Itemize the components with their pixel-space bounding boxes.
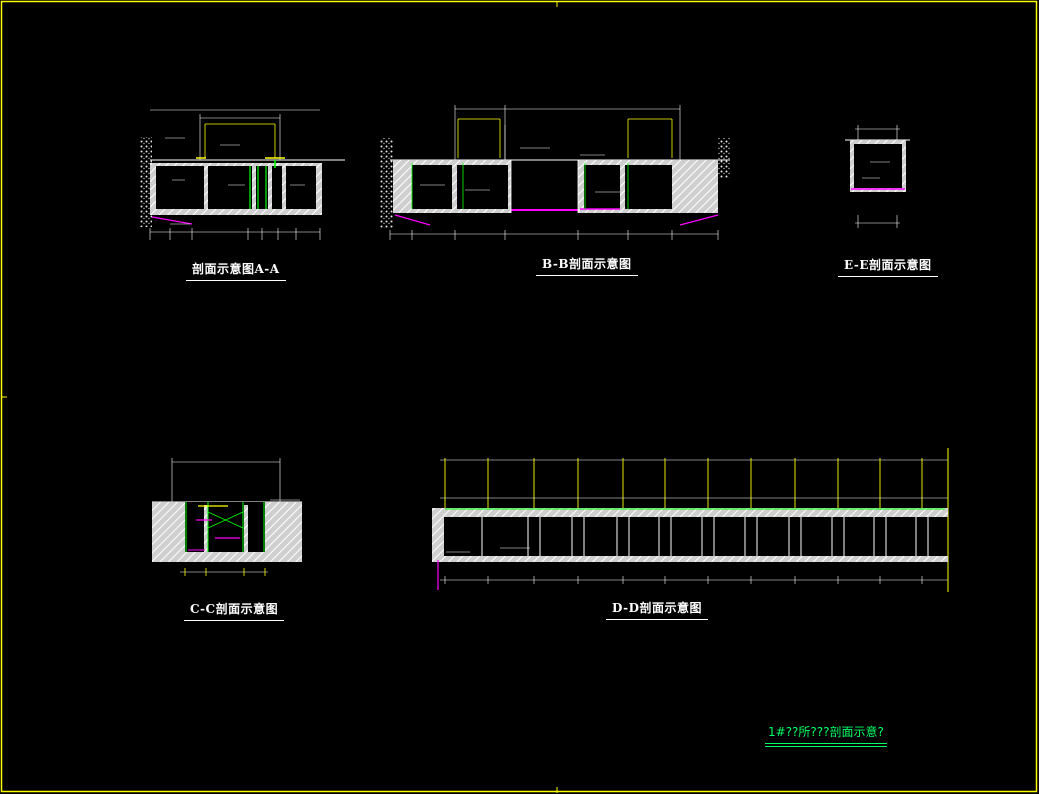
section-dd-drawing (432, 448, 949, 592)
section-ee-title: E-E剖面示意图 (838, 256, 938, 277)
section-aa-drawing (140, 109, 345, 240)
section-dd-title: D-D剖面示意图 (606, 599, 709, 620)
section-bb-title: B-B剖面示意图 (536, 255, 638, 276)
section-ee-drawing (845, 125, 910, 228)
sheet-title: 1#??所???剖面示意? (765, 723, 887, 747)
section-bb-drawing (380, 105, 730, 240)
section-cc-title: C-C剖面示意图 (184, 600, 285, 621)
section-cc-drawing (152, 458, 302, 576)
section-aa-title: 剖面示意图A-A (186, 260, 286, 281)
